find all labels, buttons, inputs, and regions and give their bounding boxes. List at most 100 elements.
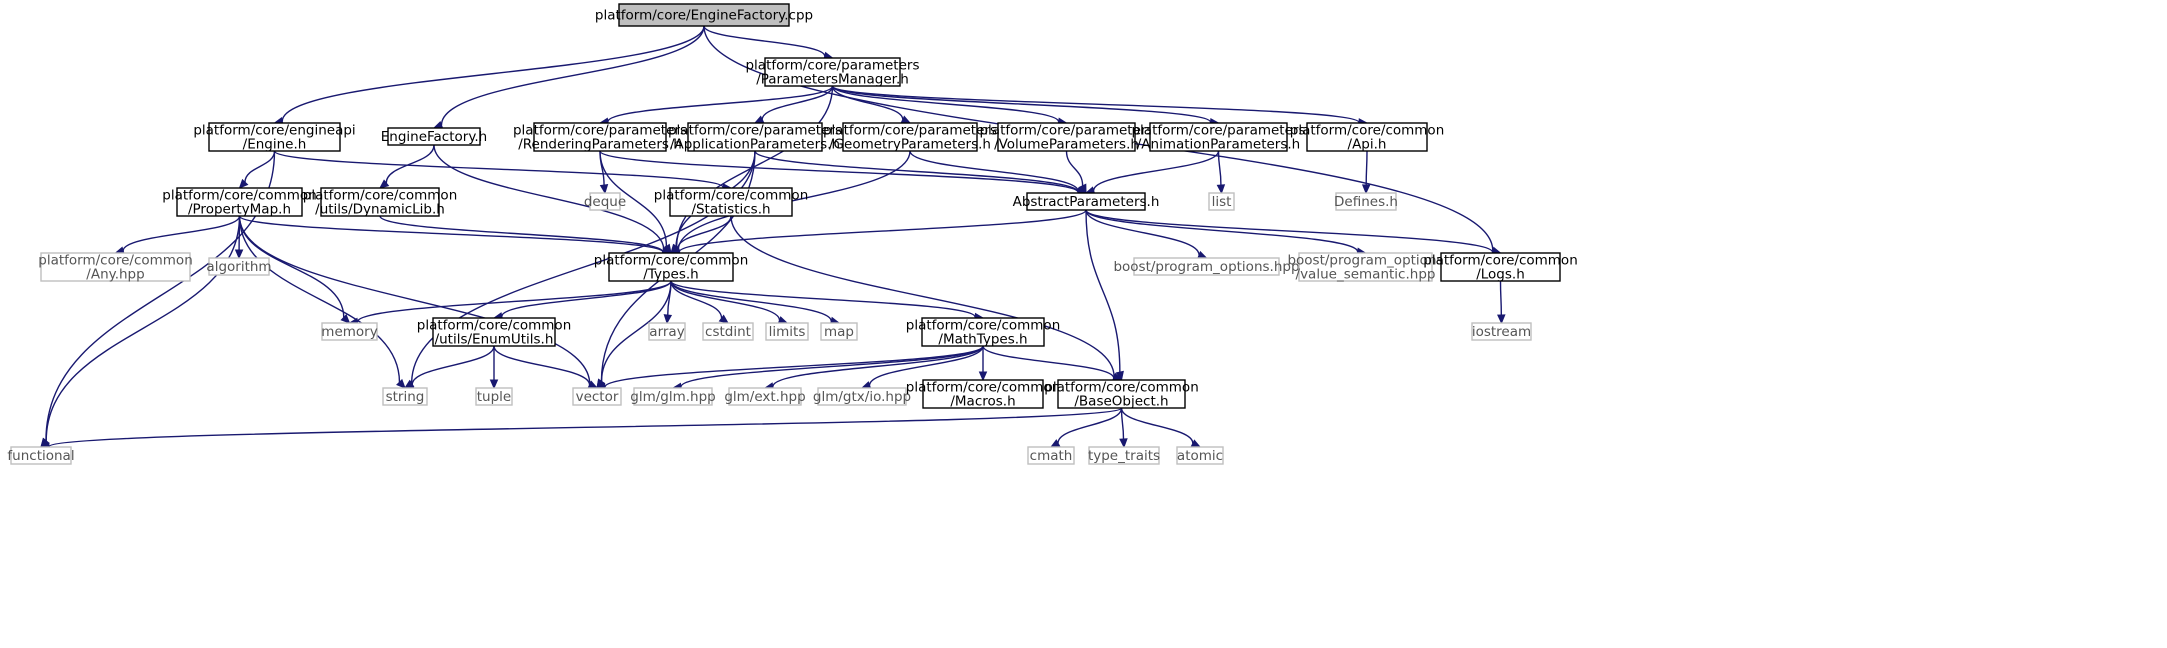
node-engine-h[interactable]: platform/core/engineapi/Engine.h [193,122,356,153]
edge-line [831,85,904,120]
node-box [608,252,734,282]
node-label: deque [584,194,626,210]
edge-line [670,280,723,319]
node-abstract-params[interactable]: AbstractParameters.h [1013,192,1160,211]
node-application-params[interactable]: platform/core/parameters/ApplicationPara… [668,122,842,153]
edge-line [493,345,591,386]
node-algorithm: algorithm [206,257,272,276]
arrowhead-icon [1361,184,1371,195]
arrowhead-icon [978,371,988,382]
node-label: /ParametersManager.h [756,72,909,88]
node-label: limits [769,324,806,340]
node-label: platform/core/common [906,318,1061,334]
node-dynamic-lib[interactable]: platform/core/common/utils/DynamicLib.h [303,187,458,218]
node-label: atomic [1177,448,1223,464]
edge-enum-utils-to-vector [493,345,599,389]
node-label: platform/core/common [906,380,1061,396]
node-glm-hpp: glm/glm.hpp [630,387,716,406]
edge-line [677,215,732,249]
edge-volume-params-to-abstract-params [1065,150,1087,195]
node-volume-params[interactable]: platform/core/parameters/VolumeParameter… [979,122,1154,153]
edge-engine-factory-h-to-dynamic-lib [379,144,435,189]
node-box [1057,379,1186,409]
edge-property-map-to-functional [40,215,241,448]
edge-params-manager-to-rendering-params [598,85,834,126]
node-rendering-params[interactable]: platform/core/parameters/RenderingParame… [513,122,687,153]
node-math-types[interactable]: platform/core/common/MathTypes.h [906,317,1061,348]
node-box [1471,322,1532,341]
node-params-manager[interactable]: platform/core/parameters/ParametersManag… [745,57,920,88]
edge-engine-h-to-statistics [273,150,733,192]
node-label: vector [576,389,619,405]
edge-abstract-params-to-logs-h [1085,209,1502,257]
node-types-h[interactable]: platform/core/common/Types.h [594,252,749,283]
node-box [382,387,428,406]
node-label: /PropertyMap.h [188,202,291,218]
node-label: /Any.hpp [86,267,144,283]
node-label: platform/core/common [654,188,809,204]
arrowhead-icon [1078,183,1087,195]
node-label: platform/core/common [162,188,317,204]
node-box [1088,446,1160,465]
node-label: platform/core/common [38,253,193,269]
node-cmath: cmath [1027,446,1075,465]
node-label: /VolumeParameters.h [994,137,1139,153]
arrowhead-icon [1216,184,1226,195]
edge-line [599,150,1079,193]
node-box [922,379,1044,409]
node-enum-utils[interactable]: platform/core/common/utils/EnumUtils.h [417,317,572,348]
edge-line [1057,407,1123,444]
node-box [320,187,440,217]
edge-line [48,407,1123,448]
node-root[interactable]: platform/core/EngineFactory.cpp [595,3,813,27]
edge-line [754,150,1079,193]
node-animation-params[interactable]: platform/core/parameters/AnimationParame… [1131,122,1306,153]
node-macros[interactable]: platform/core/common/Macros.h [906,379,1061,410]
edge-animation-params-to-list [1216,150,1226,195]
edge-line [600,280,672,382]
node-label: glm/gtx/io.hpp [813,389,911,405]
node-api-h[interactable]: platform/core/common/Api.h [1290,122,1445,153]
edge-line [677,150,911,250]
node-box [1026,192,1146,211]
edge-base-object-to-type-traits [1119,407,1128,449]
node-box [648,322,686,341]
node-label: /MathTypes.h [938,332,1027,348]
node-box [842,122,978,152]
node-label: /RenderingParameters.h [518,137,682,153]
node-label: boost/program_options.hpp [1113,259,1299,275]
node-box [820,322,858,341]
edge-line [1365,150,1368,186]
edge-root-to-engine-factory-h [432,25,705,129]
edge-line [680,345,984,388]
node-map: map [820,322,858,341]
node-statistics[interactable]: platform/core/common/Statistics.h [654,187,809,218]
node-label: platform/core/common [417,318,572,334]
node-box [687,122,823,152]
node-box [572,387,622,406]
node-label: cstdint [705,324,751,340]
node-geometry-params[interactable]: platform/core/parameters/GeometryParamet… [823,122,997,153]
arrowhead-icon [599,184,609,195]
node-memory: memory [321,322,378,341]
edge-line [1085,209,1359,253]
node-engine-factory-h[interactable]: EngineFactory.h [381,127,488,146]
arrowhead-icon [234,249,244,260]
node-logs-h[interactable]: platform/core/common/Logs.h [1423,252,1578,283]
edge-api-h-to-defines [1361,150,1371,195]
edge-line [501,280,672,317]
node-type-traits: type_traits [1088,446,1160,465]
node-base-object[interactable]: platform/core/common/BaseObject.h [1044,379,1199,410]
node-label: /GeometryParameters.h [829,137,991,153]
node-box [1133,257,1280,276]
edge-line [909,150,1079,192]
node-limits: limits [765,322,809,341]
edge-line [730,215,1115,377]
node-property-map[interactable]: platform/core/common/PropertyMap.h [162,187,317,218]
node-label: /Statistics.h [691,202,770,218]
node-iostream: iostream [1471,322,1532,341]
node-box [633,387,713,406]
node-box [1149,122,1288,152]
edge-line [1217,150,1222,186]
node-label: functional [7,448,74,464]
